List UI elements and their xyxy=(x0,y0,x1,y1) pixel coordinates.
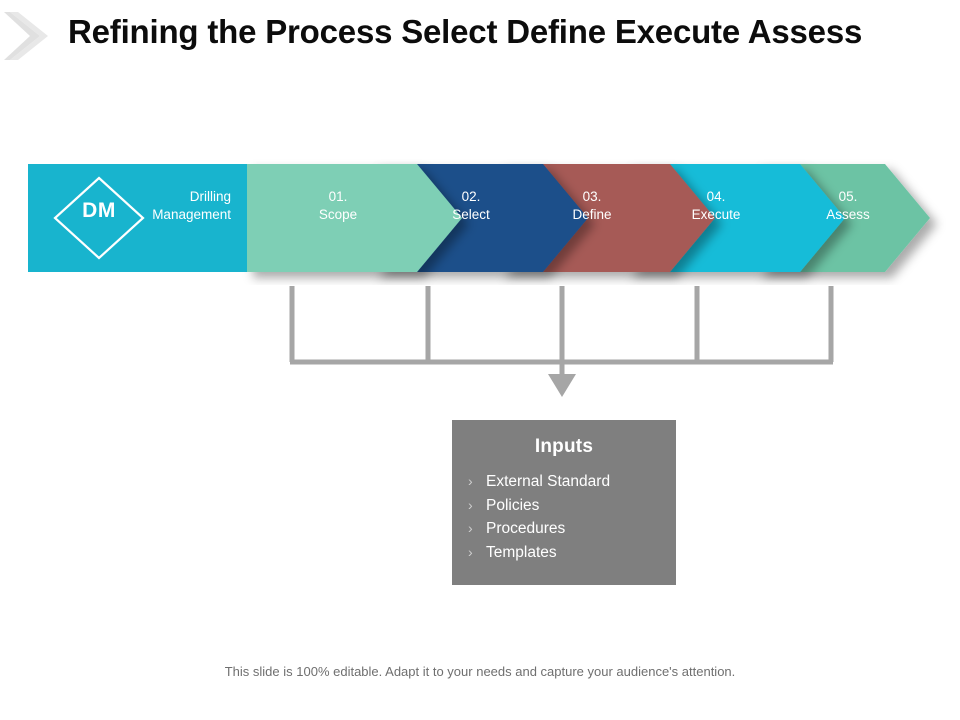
dm-badge: DM xyxy=(82,199,116,222)
diamond-outline-icon xyxy=(53,176,145,260)
chevron-right-icon: › xyxy=(468,496,473,513)
arrow-down-icon xyxy=(548,374,576,397)
label-define-number: 03. xyxy=(582,189,602,204)
label-define: 03. Define xyxy=(532,188,652,224)
list-item[interactable]: › Policies xyxy=(452,494,676,518)
inputs-panel[interactable]: Inputs › External Standard › Policies › … xyxy=(452,420,676,585)
list-item-label: External Standard xyxy=(486,473,611,490)
label-execute-number: 04. xyxy=(706,189,726,204)
chevron-right-icon: › xyxy=(468,520,473,537)
label-assess: 05. Assess xyxy=(788,188,908,224)
list-item-label: Templates xyxy=(486,544,557,562)
dm-label: Drilling Management xyxy=(120,188,231,224)
inputs-list: › External Standard › Policies › Procedu… xyxy=(452,470,676,565)
label-select-text: Select xyxy=(452,207,490,223)
dm-label-line1: Drilling xyxy=(189,189,231,204)
list-item[interactable]: › Templates xyxy=(452,541,676,565)
list-item[interactable]: › Procedures xyxy=(452,517,676,541)
label-select-number: 02. xyxy=(461,189,481,204)
dm-label-line2: Management xyxy=(152,207,231,223)
label-scope-number: 01. xyxy=(328,189,348,204)
list-item-label: Policies xyxy=(486,496,540,514)
label-assess-text: Assess xyxy=(826,207,870,223)
label-execute-text: Execute xyxy=(691,207,741,223)
connector-group xyxy=(0,270,960,400)
footer-note: This slide is 100% editable. Adapt it to… xyxy=(224,664,736,679)
label-scope-text: Scope xyxy=(318,207,358,223)
inputs-panel-title: Inputs xyxy=(534,436,594,457)
band-segment-dm[interactable] xyxy=(28,164,247,272)
list-item[interactable]: › External Standard xyxy=(452,470,676,494)
connector-lines xyxy=(289,286,834,376)
label-select: 02. Select xyxy=(411,188,531,224)
label-execute: 04. Execute xyxy=(656,188,776,224)
label-define-text: Define xyxy=(572,207,612,223)
band-segment-scope[interactable] xyxy=(246,164,462,272)
list-item-label: Procedures xyxy=(486,520,566,538)
page-title: Refining the Process Select Define Execu… xyxy=(68,13,863,50)
label-scope: 01. Scope xyxy=(278,188,398,224)
process-band: DM Drilling Management 01. Scope 02. Sel… xyxy=(0,150,960,285)
chevron-right-icon xyxy=(2,8,54,64)
chevron-right-icon: › xyxy=(468,544,473,561)
chevron-right-icon: › xyxy=(468,473,473,489)
label-assess-number: 05. xyxy=(838,189,858,204)
